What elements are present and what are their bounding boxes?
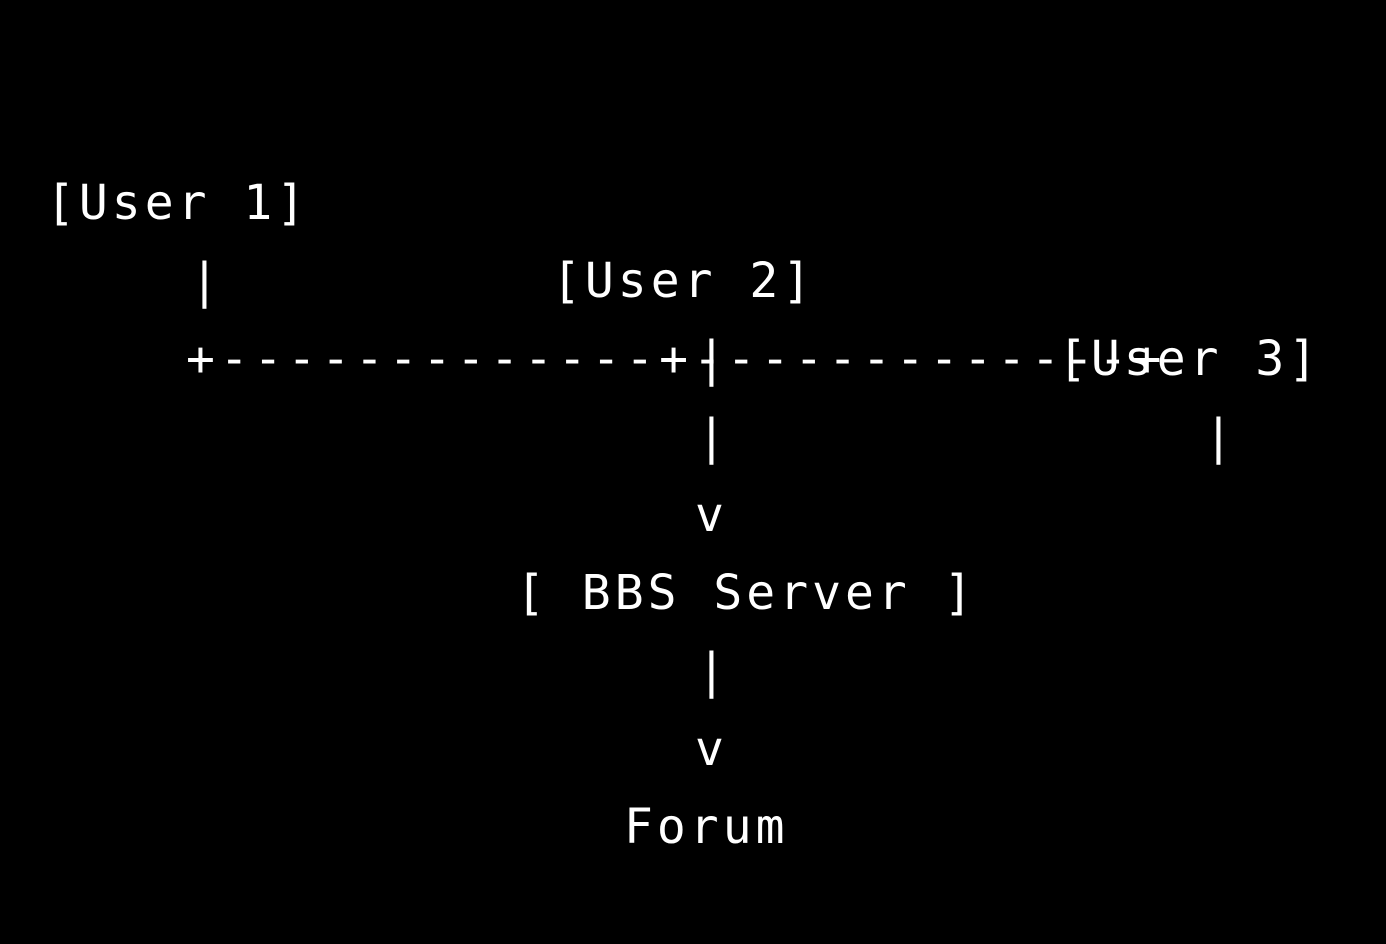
user-3-node: [User 3] xyxy=(1058,331,1322,387)
server-row: [ BBS Server ] xyxy=(0,476,973,621)
forum-connector: | xyxy=(697,643,730,699)
forum-node: Forum xyxy=(624,799,789,855)
forum-row: Forum xyxy=(0,710,785,855)
forum-arrow-row: v xyxy=(0,632,724,777)
merge-row: +-------------+-------------+ xyxy=(0,242,1161,387)
merge-line: +-------------+-------------+ xyxy=(186,331,1167,387)
user-2-connector: | xyxy=(697,331,730,387)
user-1-node: [User 1] xyxy=(46,175,310,231)
forum-arrow: v xyxy=(695,721,728,777)
user-3-connector: | xyxy=(1204,409,1237,465)
server-connector-row: | xyxy=(0,320,726,465)
users-row: [User 1] [User 2] [User 3] xyxy=(0,86,1317,387)
server-arrow-row: v xyxy=(0,398,724,543)
user-2-node: [User 2] xyxy=(552,253,816,309)
bbs-ascii-diagram: [User 1] [User 2] [User 3] | | | +------… xyxy=(0,86,1317,855)
server-arrow: v xyxy=(695,487,728,543)
user-1-connector: | xyxy=(190,253,223,309)
forum-connector-row: | xyxy=(0,554,726,699)
server-connector: | xyxy=(697,409,730,465)
bbs-server-node: [ BBS Server ] xyxy=(516,565,977,621)
user-connectors-row: | | | xyxy=(0,164,1233,465)
